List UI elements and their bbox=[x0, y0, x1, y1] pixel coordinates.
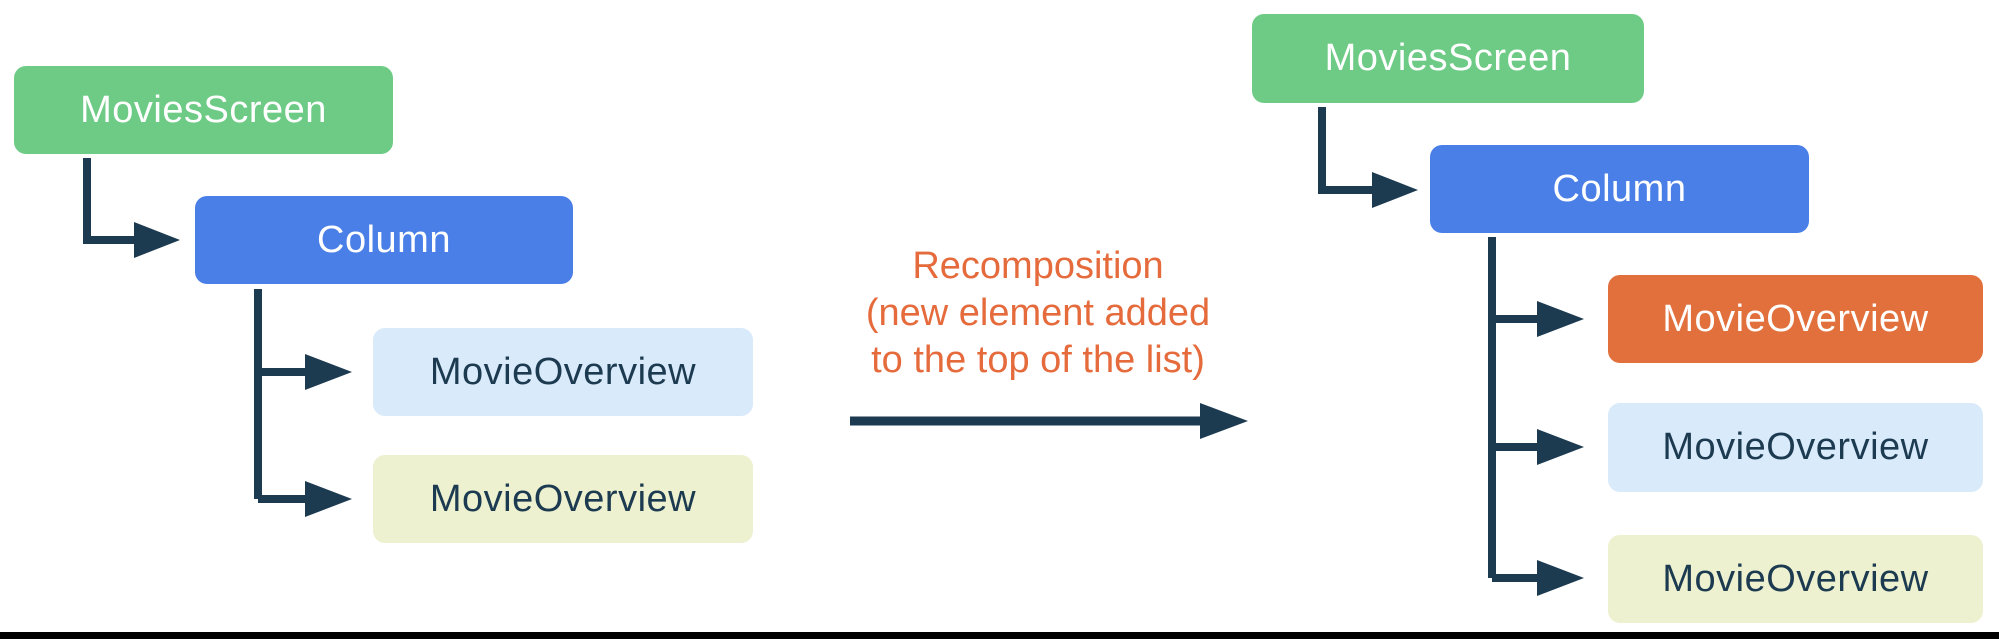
recomposition-label-line-2: (new element added bbox=[865, 292, 1211, 334]
arrowhead-icon bbox=[1537, 301, 1584, 337]
connector-left-root-to-column bbox=[83, 158, 136, 244]
bottom-border bbox=[0, 632, 1999, 639]
arrowhead-icon bbox=[1372, 172, 1418, 208]
connector-right-root-to-column bbox=[1318, 107, 1374, 194]
arrowhead-icon bbox=[134, 222, 180, 258]
arrowhead-icon bbox=[1537, 560, 1584, 596]
recomposition-label: Recomposition (new element added to the … bbox=[866, 243, 1210, 384]
node-moviesscreen-right: MoviesScreen bbox=[1252, 14, 1644, 103]
arrowhead-icon bbox=[1537, 429, 1584, 465]
node-column-left: Column bbox=[195, 196, 573, 284]
node-movieoverview-left-1: MovieOverview bbox=[373, 328, 753, 416]
connector-arrowheads bbox=[134, 172, 1584, 596]
arrowhead-icon bbox=[305, 354, 352, 390]
connector-strokes bbox=[83, 107, 1539, 582]
node-movieoverview-right-3: MovieOverview bbox=[1608, 535, 1983, 623]
arrowhead-icon bbox=[305, 481, 352, 517]
node-movieoverview-right-2: MovieOverview bbox=[1608, 403, 1983, 492]
node-movieoverview-left-2: MovieOverview bbox=[373, 455, 753, 543]
recomposition-label-line-1: Recomposition bbox=[912, 245, 1164, 287]
node-moviesscreen-left: MoviesScreen bbox=[14, 66, 393, 154]
node-column-right: Column bbox=[1430, 145, 1809, 233]
node-movieoverview-right-new: MovieOverview bbox=[1608, 275, 1983, 363]
recomposition-label-line-3: to the top of the list) bbox=[871, 339, 1205, 381]
recomposition-arrowhead-icon bbox=[1200, 403, 1248, 439]
